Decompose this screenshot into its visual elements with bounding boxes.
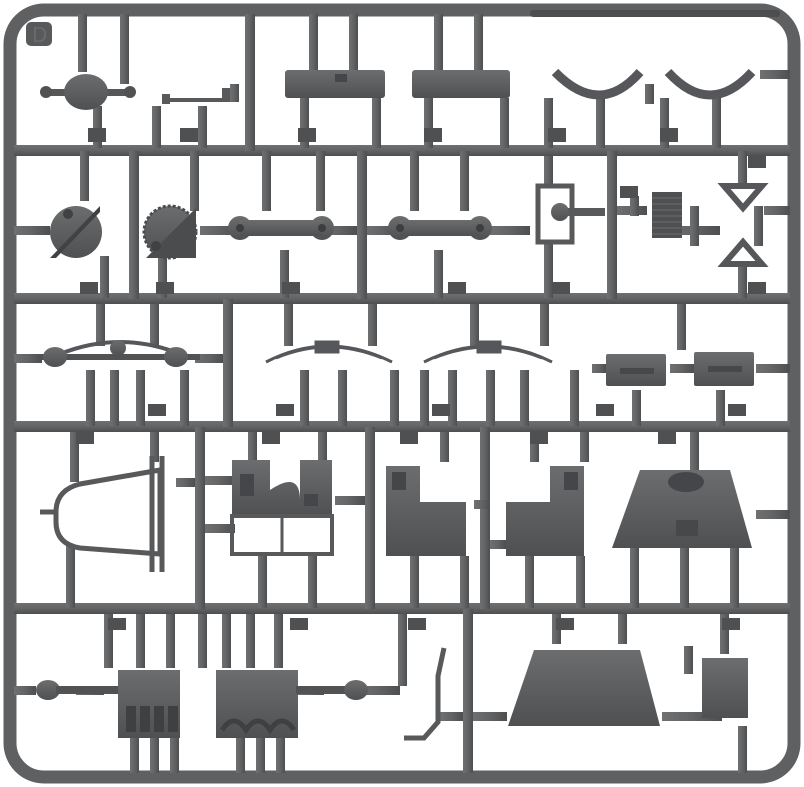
part-leaf-spring-2 — [423, 340, 553, 364]
top-runner — [530, 10, 780, 17]
part-link-bone-1 — [228, 216, 334, 240]
vertical-dividers — [129, 14, 617, 773]
part-gear-half-2 — [142, 204, 198, 260]
part-sphere-housing — [40, 74, 136, 110]
part-box-panel-1 — [285, 70, 385, 98]
part-box-fixture-2 — [694, 352, 754, 386]
row-4-gates — [66, 432, 790, 608]
part-door-panel-1 — [386, 466, 466, 556]
part-engine-block-1 — [36, 670, 180, 738]
part-triangle-frames — [717, 183, 769, 267]
row-3-gates — [14, 304, 790, 426]
part-mudguard-arcs — [551, 68, 756, 100]
part-box-fixture-1 — [606, 354, 666, 386]
part-box-panel-2 — [412, 70, 510, 98]
sprue-letter: D — [32, 23, 47, 47]
part-number-tags-row-3 — [148, 404, 746, 416]
part-small-rod — [162, 88, 230, 104]
part-number-tags-row-5 — [108, 618, 740, 630]
part-trapezoid-panel — [508, 650, 660, 726]
part-link-bone-2 — [388, 216, 492, 240]
part-leaf-spring-1 — [265, 340, 393, 364]
part-number-tags-row-2 — [80, 156, 766, 294]
part-tubular-frame — [40, 456, 165, 572]
part-gear-half-1 — [50, 206, 102, 258]
row-2-gates — [14, 151, 790, 298]
part-floor-plate — [612, 470, 752, 548]
part-square-panel — [702, 658, 748, 718]
part-grille-plate — [652, 192, 682, 238]
part-engine-block-2 — [216, 670, 368, 738]
part-number-tags-row-1 — [88, 128, 678, 142]
horizontal-rails — [14, 145, 790, 614]
sprue-letter-box — [26, 22, 52, 46]
part-axle-assembly — [40, 340, 200, 367]
row-1-gates — [78, 14, 790, 148]
part-dashboard-panel — [230, 460, 334, 556]
part-door-panel-2 — [506, 466, 584, 556]
part-bracket-shaft — [535, 183, 605, 245]
outer-frame — [3, 3, 801, 784]
part-bent-rod — [404, 647, 447, 741]
part-number-tags-row-4 — [76, 432, 676, 444]
